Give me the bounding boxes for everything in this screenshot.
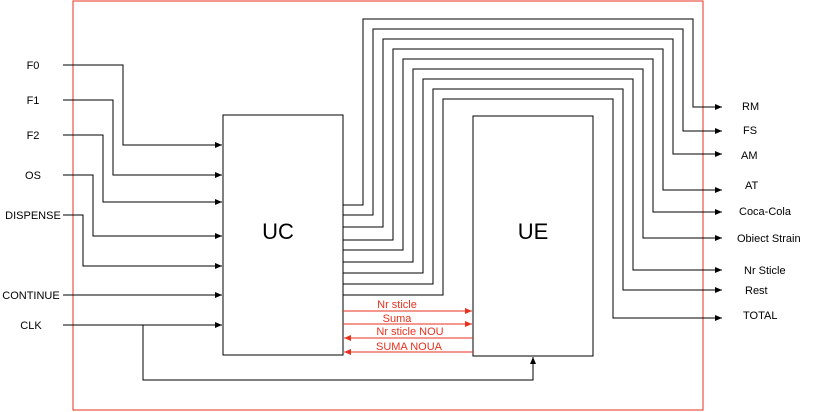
- signal-label-nr-sticle: Nr sticle: [377, 299, 417, 311]
- input-label-f0: F0: [27, 60, 40, 72]
- output-label-nr-sticle: Nr Sticle: [744, 265, 786, 277]
- input-label-continue: CONTINUE: [2, 290, 59, 302]
- output-label-rm: RM: [742, 101, 759, 113]
- ue-block: [472, 115, 594, 357]
- signal-label-nr-sticle-nou: Nr sticle NOU: [376, 326, 443, 338]
- output-label-am: AM: [741, 150, 758, 162]
- wire-out-rest: [343, 88, 722, 293]
- output-label-obiect-strain: Obiect Strain: [737, 233, 801, 245]
- output-label-total: TOTAL: [743, 310, 777, 322]
- wire-out-at: [343, 48, 722, 241]
- input-label-f1: F1: [27, 95, 40, 107]
- input-label-os: OS: [25, 170, 41, 182]
- wire-os: [63, 174, 222, 239]
- wire-out-rm: [343, 18, 722, 206]
- uc-label: UC: [262, 219, 294, 244]
- uc-block: [222, 114, 344, 356]
- wire-f0: [63, 64, 222, 148]
- output-label-coca-cola: Coca-Cola: [739, 206, 792, 218]
- wire-out-coca-cola: [343, 58, 722, 251]
- input-label-dispense: DISPENSE: [5, 210, 61, 222]
- output-label-at: AT: [745, 180, 759, 192]
- wire-out-obiect-strain: [343, 68, 722, 263]
- input-label-clk: CLK: [20, 320, 42, 332]
- wire-out-am: [343, 38, 722, 228]
- wire-dispense: [63, 214, 222, 269]
- signal-label-suma-noua: SUMA NOUA: [376, 341, 443, 353]
- wire-out-nr-sticle: [343, 78, 722, 274]
- signal-label-suma: Suma: [383, 313, 413, 325]
- wire-out-total: [343, 98, 722, 321]
- wire-f1: [63, 99, 222, 178]
- input-label-f2: F2: [27, 130, 40, 142]
- system-frame: [72, 0, 704, 411]
- wire-clk-ue: [142, 325, 536, 381]
- wire-out-fs: [343, 28, 722, 216]
- output-label-rest: Rest: [745, 285, 768, 297]
- ue-label: UE: [518, 219, 549, 244]
- output-label-fs: FS: [743, 125, 757, 137]
- wire-f2: [63, 134, 222, 205]
